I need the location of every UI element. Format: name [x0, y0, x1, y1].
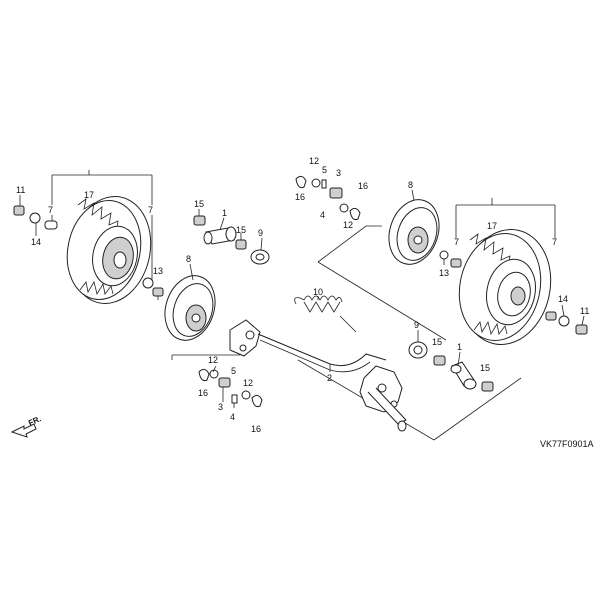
callout-right-7b: 7 — [552, 237, 557, 247]
callout-center-15a: 15 — [194, 199, 204, 209]
callout-rightupper-5: 5 — [322, 165, 327, 175]
right-lower-axle-parts — [408, 341, 494, 392]
callout-leftpulley-16b: 16 — [251, 424, 261, 434]
callout-left-7b: 7 — [148, 205, 153, 215]
callout-rightupper-3: 3 — [336, 168, 341, 178]
callout-left-7a: 7 — [48, 205, 53, 215]
callout-leftpulley-12b: 12 — [243, 378, 253, 388]
center-axle-parts — [193, 215, 270, 265]
callout-leftpulley-4: 4 — [230, 412, 235, 422]
front-direction-arrow: FR. — [10, 414, 43, 438]
callout-leftpulley-8: 8 — [186, 254, 191, 264]
right-upper-hardware — [295, 175, 361, 221]
callout-left-13: 13 — [153, 266, 163, 276]
callout-right-17: 17 — [487, 221, 497, 231]
callout-center-9: 9 — [258, 228, 263, 238]
callout-left-17: 17 — [84, 190, 94, 200]
diagram-code: VK77F0901A — [540, 439, 594, 449]
callout-right-7a: 7 — [454, 237, 459, 247]
spring — [294, 295, 357, 333]
callout-leftpulley-5: 5 — [231, 366, 236, 376]
right-wheel-hardware — [439, 250, 588, 335]
leader-lines — [19, 189, 585, 408]
callout-rightupper-12: 12 — [309, 156, 319, 166]
right-pulley — [388, 199, 440, 265]
callout-rightlower-9: 9 — [414, 320, 419, 330]
callout-center-15b: 15 — [236, 225, 246, 235]
callout-right-14: 14 — [558, 294, 568, 304]
callout-rightupper-4: 4 — [320, 210, 325, 220]
callout-rightupper-16b: 16 — [358, 181, 368, 191]
left-pulley — [164, 275, 216, 341]
callout-right-13: 13 — [439, 268, 449, 278]
callout-rightupper-16a: 16 — [295, 192, 305, 202]
callout-center-2: 2 — [327, 373, 332, 383]
front-label: FR. — [27, 414, 42, 428]
callout-rightlower-1: 1 — [457, 342, 462, 352]
callout-left-14: 14 — [31, 237, 41, 247]
lever — [229, 319, 407, 432]
callout-rightlower-15a: 15 — [432, 337, 442, 347]
callout-leftpulley-16a: 16 — [198, 388, 208, 398]
callout-left-11: 11 — [16, 185, 25, 195]
callout-rightupper-8: 8 — [408, 180, 413, 190]
callout-leftpulley-12: 12 — [208, 355, 218, 365]
right-wheel — [458, 229, 552, 345]
left-pulley-hardware — [198, 368, 263, 408]
callout-rightlower-15b: 15 — [480, 363, 490, 373]
callout-center-10: 10 — [313, 287, 323, 297]
callout-leftpulley-3: 3 — [218, 402, 223, 412]
left-wheel — [66, 196, 152, 304]
callout-center-1: 1 — [222, 208, 227, 218]
callout-rightupper-12b: 12 — [343, 220, 353, 230]
callout-right-11: 11 — [580, 306, 589, 316]
